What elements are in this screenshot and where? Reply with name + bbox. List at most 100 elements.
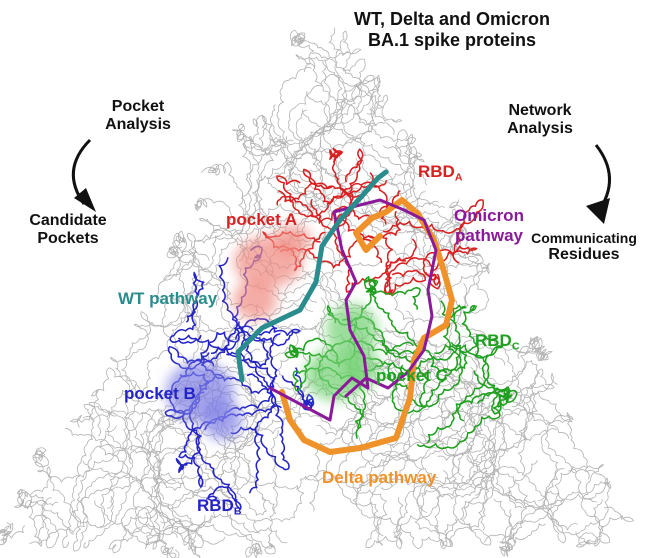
network-analysis-line-1: Network [508,102,572,119]
ribbon-segment [14,496,74,535]
ribbon-segment [391,335,496,414]
ribbon-segment [457,370,510,422]
ribbon-segment [248,333,281,494]
delta-pathway-tube [279,197,455,455]
ribbon-segment [29,466,82,549]
rbd-a-label-sub: A [454,171,463,184]
ribbon-segment [301,146,428,210]
rbd-b-label-sub: B [233,505,242,518]
omicron-pathway-line-2: pathway [454,225,524,245]
ribbon-segment [384,238,437,295]
ribbon-segment [176,137,302,303]
rbd-a-ribbon [262,147,484,296]
ribbon-segment [478,468,528,544]
ribbon-segment [145,409,226,545]
candidate-pockets-line-2: Pockets [37,230,99,248]
ribbon-segment [288,74,346,162]
network-analysis-label: Network Analysis [490,102,590,139]
wt-pathway-tube [235,169,389,383]
candidate-pockets-line-1: Candidate [29,212,107,229]
ribbon-segment [172,230,229,333]
ribbon-segment [367,233,427,296]
ribbon-segment [242,114,343,181]
ribbon-segment [472,336,545,369]
ribbon-segment [310,58,417,149]
ribbon-segment [417,387,526,499]
ribbon-segment [283,75,375,168]
ribbon-segment [154,469,305,523]
ribbon-segment [393,262,490,323]
ribbon-segment [70,367,177,485]
ribbon-segment [167,325,254,370]
ribbon-segment [365,133,425,205]
ribbon-segment [270,104,383,217]
rbd-a-label: RBDA [418,162,462,184]
omicron-pathway-label: Omicron pathway [448,206,530,245]
ribbon-segment [575,506,635,548]
ribbon-segment [99,425,178,538]
rbd-c-label: RBDC [475,331,519,353]
rbd-b-label: RBDB [197,496,241,518]
ribbon-segment [309,332,397,512]
ribbon-segment [334,30,403,123]
ribbon-segment [469,425,611,509]
ribbon-segment [213,383,373,499]
title-line-2: BA.1 spike proteins [367,29,537,50]
ribbon-segment [517,373,579,531]
communicating-residues-line-1: Communicating [531,230,637,246]
ribbon-segment [422,245,478,290]
pocket-c-surface [305,304,380,401]
ribbon-segment [17,489,52,547]
ribbon-segment [337,376,403,546]
ribbon-segment [82,460,201,558]
ribbon-segment [148,413,260,534]
ribbon-segment [29,450,194,545]
communicating-residues-label: Communicating Residues [526,230,642,264]
ribbon-segment [311,52,395,135]
ribbon-segment [189,391,242,510]
ribbon-segment [369,478,440,544]
ribbon-segment [72,367,142,552]
ribbon-segment [493,498,518,557]
ribbon-segment [0,521,26,546]
ribbon-segment [274,94,389,176]
ribbon-segment [302,108,420,200]
ribbon-segment [121,282,221,398]
network-analysis-line-2: Analysis [507,120,573,138]
ribbon-segment [414,358,498,485]
ribbon-segment [169,271,205,344]
ribbon-segment [434,344,518,407]
ribbon-segment [538,429,610,536]
ribbon-segment [477,412,590,480]
ribbon-segment [298,27,362,149]
ribbon-segment [355,477,453,550]
ribbon-segment [178,405,282,488]
ribbon-segment [120,506,217,550]
ribbon-segment [277,182,383,264]
ribbon-segment [171,505,263,558]
pocket-analysis-line-2: Analysis [105,116,171,134]
candidate-pockets-label: Candidate Pockets [18,212,118,249]
ribbon-segment [412,390,570,513]
rbd-a-label-main: RBD [418,162,455,181]
ribbon-segment [106,408,211,509]
omicron-pathway-tube [268,198,438,422]
ribbon-segment [266,77,376,203]
ribbon-segment [133,407,199,532]
figure-title: WT, Delta and Omicron BA.1 spike protein… [352,9,552,50]
communicating-residues-line-2: Residues [548,246,620,264]
ribbon-segment [416,476,492,550]
ribbon-segment [128,426,208,510]
ribbon-segment [296,448,465,499]
omicron-pathway-line-1: Omicron [454,206,524,225]
ribbon-segment [340,395,497,485]
ribbon-segment [201,429,279,555]
ribbon-segment [289,29,330,73]
ribbon-segment [361,199,464,226]
ribbon-segment [142,231,217,393]
ribbon-segment [135,506,180,558]
ribbon-segment [64,427,131,549]
pocket-a-label: pocket A [226,210,298,229]
